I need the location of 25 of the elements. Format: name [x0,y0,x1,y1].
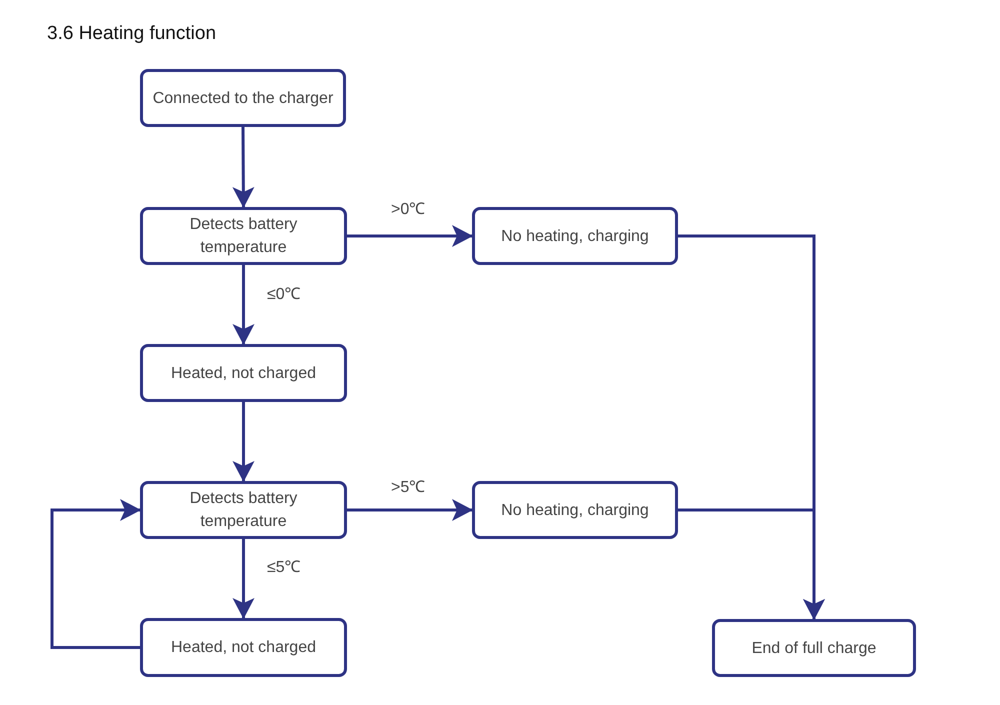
process-box [140,69,346,127]
process-box [712,619,916,677]
box-text: Detects battery temperature [188,489,298,532]
arrow [50,499,141,649]
process-box [472,207,678,265]
arrow [678,508,825,620]
process-box [140,344,347,402]
box-text: Detects battery temperature [188,215,298,258]
box-text: No heating, charging [501,500,649,520]
process-box [140,618,347,677]
arrow [232,539,254,619]
process-box [140,207,347,265]
arrow [232,402,254,482]
process-box [472,481,678,539]
process-box [140,481,347,539]
box-text: Heated, not charged [171,638,316,658]
arrow [232,265,254,345]
box-text: No heating, charging [501,226,649,246]
arrow [347,499,473,521]
arrow [347,225,473,247]
title: 3.6 Heating function [47,22,216,46]
box-text: End of full charge [752,638,876,658]
box-text: Heated, not charged [171,364,316,384]
box-text: Connected to the charger [152,88,334,108]
arrow [232,126,254,208]
